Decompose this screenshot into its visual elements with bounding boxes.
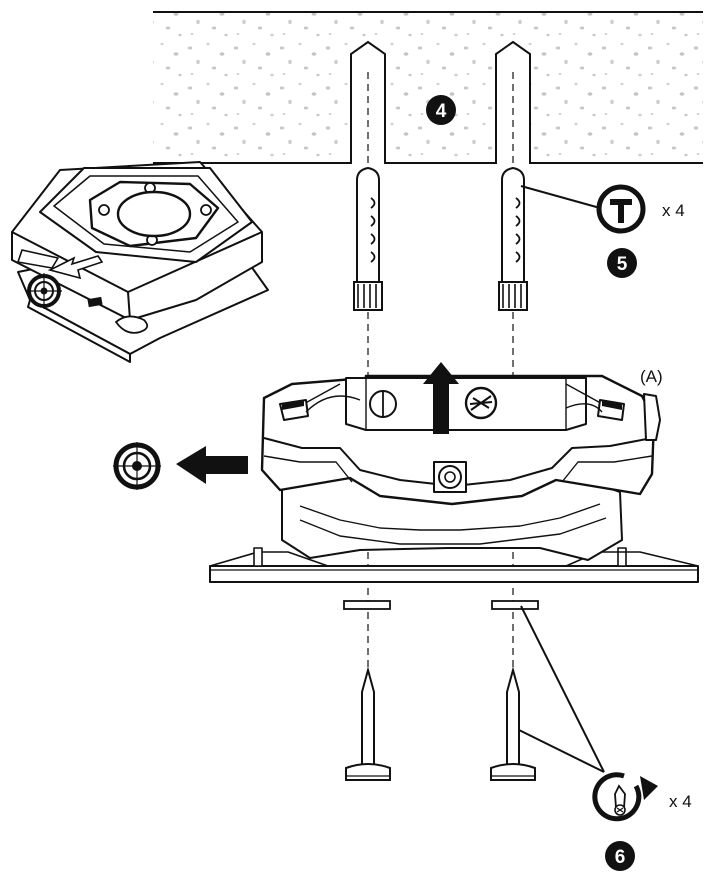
step-6-badge: 6 bbox=[605, 841, 635, 871]
mount-assembly bbox=[209, 374, 699, 583]
svg-text:5: 5 bbox=[617, 254, 628, 275]
screw-left bbox=[345, 666, 391, 781]
svg-text:4: 4 bbox=[436, 101, 447, 122]
release-left-arrow bbox=[176, 446, 248, 484]
hammer-leader-line bbox=[520, 185, 601, 209]
wall bbox=[153, 11, 703, 164]
target-icon bbox=[113, 442, 161, 490]
washer-left bbox=[343, 600, 391, 610]
inset-perspective-view bbox=[11, 161, 269, 363]
screwdriver-rotate-icon bbox=[592, 772, 658, 822]
part-label-a: (A) bbox=[640, 367, 663, 386]
inset-target-icon bbox=[26, 273, 62, 309]
hammer-icon bbox=[596, 184, 646, 234]
step-5-badge: 5 bbox=[607, 248, 637, 278]
wall-anchor-left bbox=[353, 166, 383, 311]
washer-right bbox=[491, 600, 539, 610]
wall-anchor-right bbox=[498, 166, 528, 311]
screw-quantity: x 4 bbox=[669, 792, 692, 811]
screw-right bbox=[490, 666, 536, 781]
phillips-screw bbox=[464, 386, 498, 420]
lift-up-arrow bbox=[423, 362, 459, 434]
flathead-screw bbox=[369, 390, 397, 418]
step-4-badge: 4 bbox=[426, 95, 456, 125]
svg-text:6: 6 bbox=[615, 847, 626, 868]
hammer-quantity: x 4 bbox=[662, 201, 685, 220]
screwdriver-leader-lines bbox=[518, 605, 605, 773]
inset-release-arrow bbox=[47, 255, 104, 280]
